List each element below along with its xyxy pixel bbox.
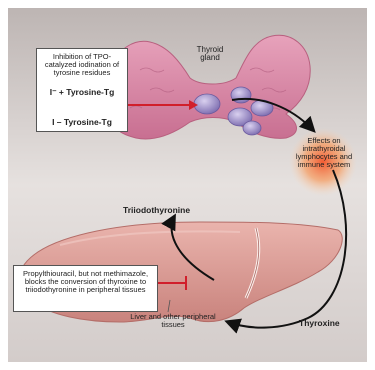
liver-tissues-label: Liver and other peripheral tissues	[130, 313, 216, 329]
reaction-reactants: I⁻ + Tyrosine-Tg	[37, 88, 127, 97]
ptu-note-box: Propylthiouracil, but not methimazole, b…	[13, 265, 158, 312]
thyroid-gland-label: Thyroid gland	[190, 46, 230, 63]
immune-effects-label: Effects on intrathyroidal lymphocytes an…	[295, 137, 353, 169]
follicle	[243, 121, 261, 135]
tpo-inhibition-box: Inhibition of TPO-catalyzed iodination o…	[36, 48, 128, 132]
reaction-product: I – Tyrosine-Tg	[37, 118, 127, 127]
thyroxine-label: Thyroxine	[299, 319, 340, 328]
follicle	[194, 94, 220, 114]
tpo-inhibition-text: Inhibition of TPO-catalyzed iodination o…	[40, 53, 124, 77]
ptu-note-text: Propylthiouracil, but not methimazole, b…	[17, 270, 154, 294]
triiodothyronine-label: Triiodothyronine	[123, 206, 190, 215]
